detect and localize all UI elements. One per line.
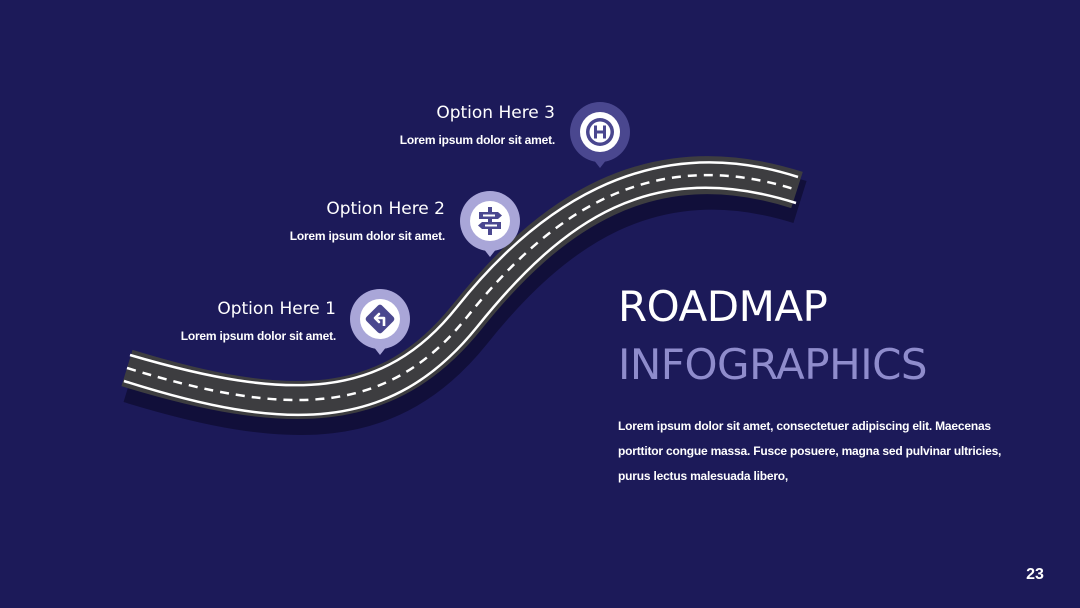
option-1: Option Here 1 Lorem ipsum dolor sit amet… — [150, 298, 336, 343]
hospital-sign-icon — [570, 102, 630, 168]
option-2-desc: Lorem ipsum dolor sit amet. — [289, 229, 445, 243]
option-3-desc: Lorem ipsum dolor sit amet. — [399, 133, 555, 147]
heading-infographics: INFOGRAPHICS — [618, 340, 928, 389]
heading-roadmap: ROADMAP — [618, 282, 828, 331]
road-edge-line-top — [129, 161, 799, 387]
option-3: Option Here 3 Lorem ipsum dolor sit amet… — [355, 102, 555, 147]
road-center-dash — [126, 174, 798, 402]
option-1-title: Option Here 1 — [217, 299, 336, 319]
signpost-icon — [460, 191, 520, 257]
body-paragraph: Lorem ipsum dolor sit amet, consectetuer… — [618, 419, 1002, 483]
turn-sign-icon — [350, 289, 410, 355]
option-3-title: Option Here 3 — [436, 103, 555, 123]
option-1-desc: Lorem ipsum dolor sit amet. — [180, 329, 336, 343]
option-2-title: Option Here 2 — [326, 199, 445, 219]
road-edge-line-bottom — [123, 186, 797, 417]
page-number: 23 — [1026, 566, 1044, 583]
option-2: Option Here 2 Lorem ipsum dolor sit amet… — [245, 198, 445, 243]
